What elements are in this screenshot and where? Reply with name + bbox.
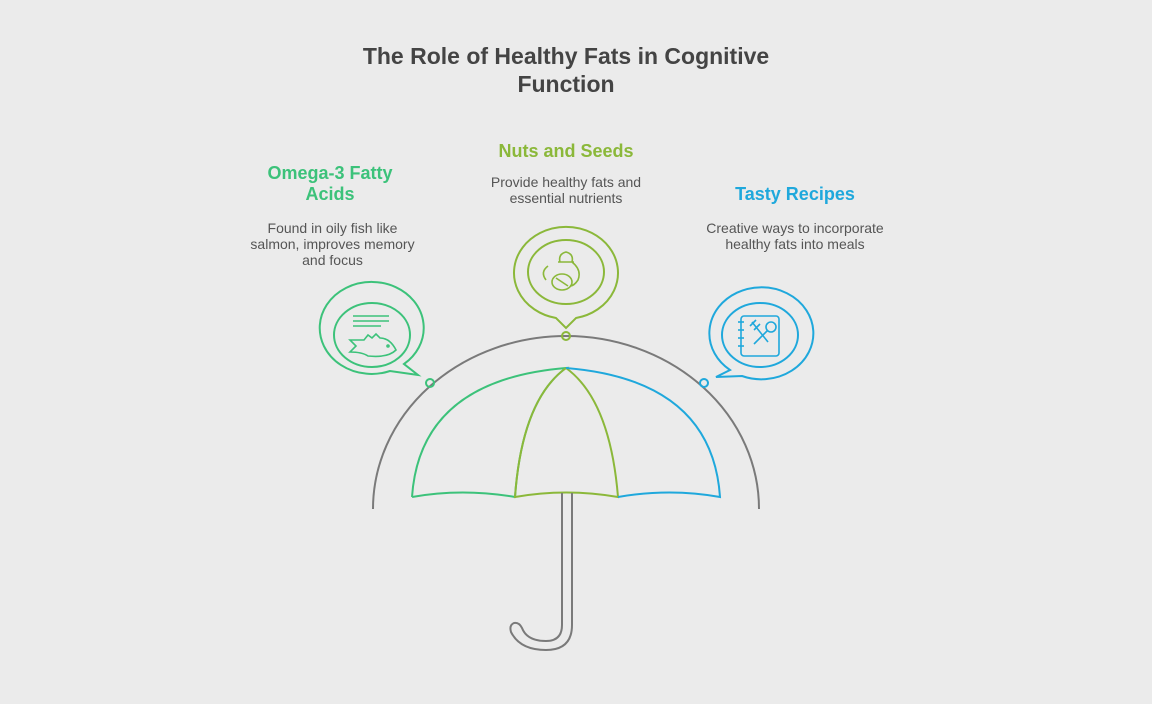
canopy-left [411,366,570,499]
omega3-heading: Omega-3 Fatty Acids [267,163,393,204]
umbrella-handle [509,493,573,652]
connector-dot-nuts [561,331,571,341]
omega3-bubble [318,281,425,377]
recipes-heading: Tasty Recipes [735,184,855,204]
recipe-book-icon [738,315,780,357]
outer-arc [372,335,760,510]
canopy-middle [513,367,620,499]
fish-icon [348,315,397,358]
recipes-description: Creative ways to incorporate healthy fat… [706,220,884,252]
connector-dot-recipes [699,378,709,388]
connector-dot-omega3 [425,378,435,388]
recipes-bubble [708,286,815,381]
page-title: The Role of Healthy Fats in Cognitive Fu… [362,43,770,97]
nuts-bubble [513,225,619,330]
nuts-description: Provide healthy fats and essential nutri… [490,174,642,206]
canopy-right [565,367,722,499]
omega3-description: Found in oily fish like salmon, improves… [250,220,415,268]
nuts-heading: Nuts and Seeds [498,141,634,161]
nuts-icon [542,251,580,291]
